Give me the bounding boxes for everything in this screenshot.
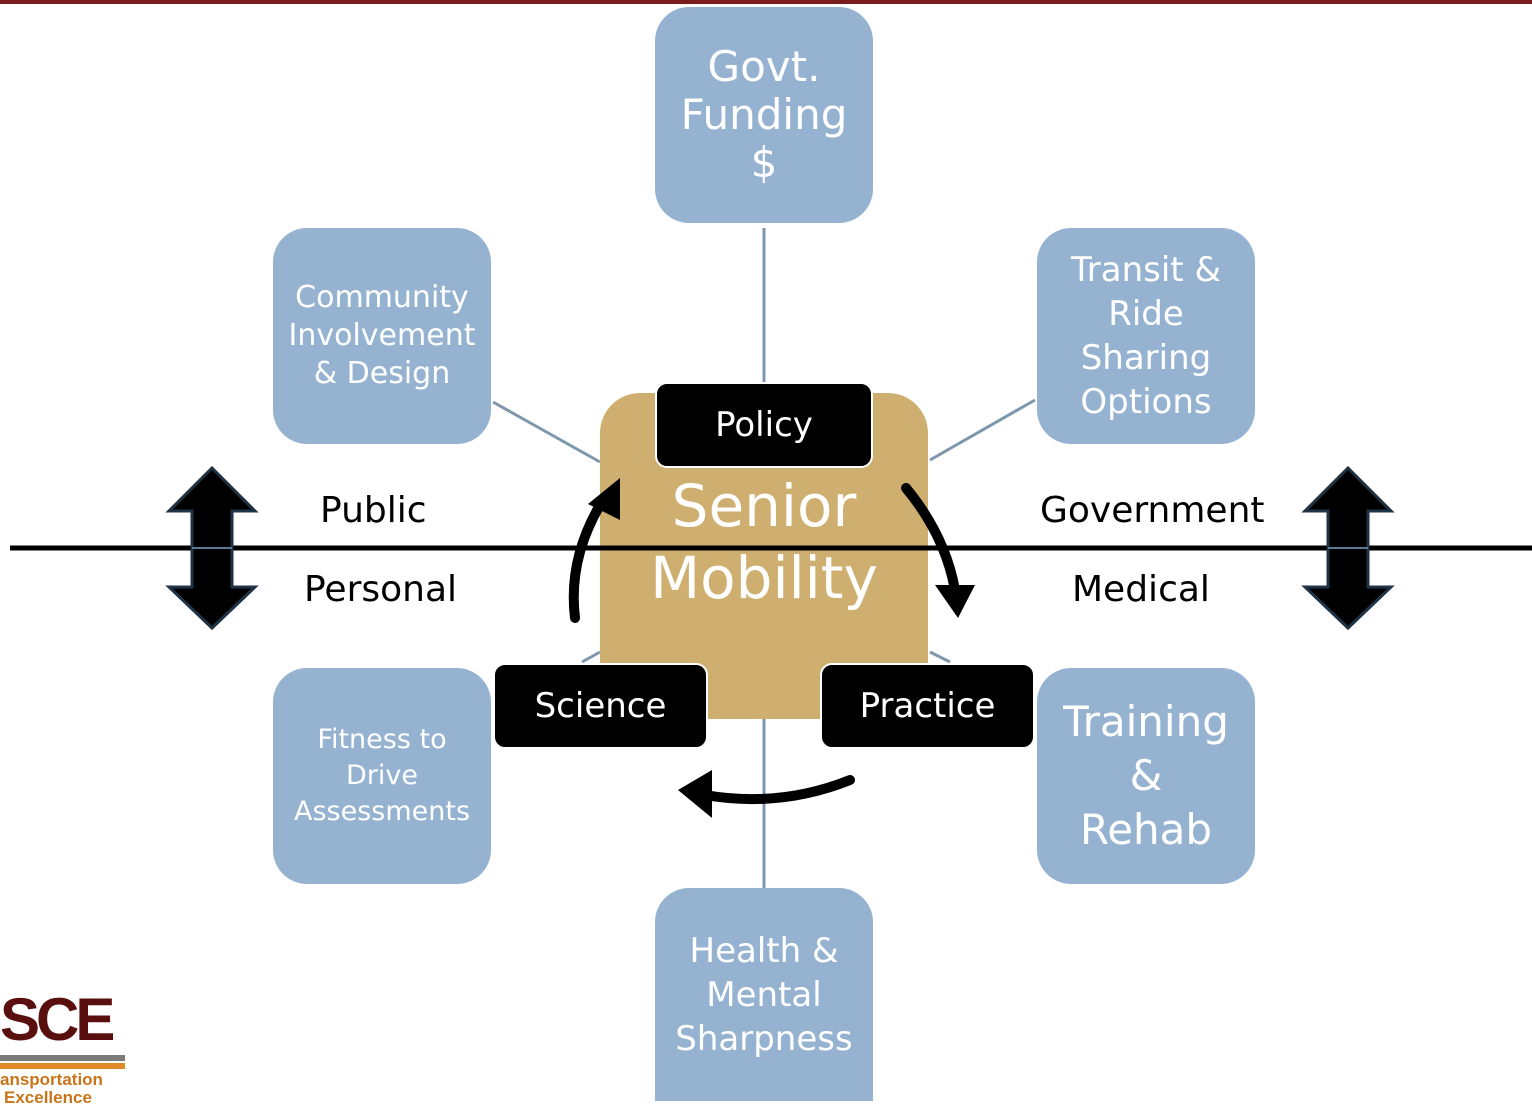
logo-mark: SCE	[0, 986, 115, 1053]
connector-top-left	[492, 400, 601, 464]
node-fitness-to-drive: Fitness to Drive Assessments	[273, 668, 491, 884]
node-transit-ride-sharing: Transit & Ride Sharing Options	[1037, 228, 1255, 444]
node-transit-label: Transit & Ride Sharing Options	[1071, 250, 1221, 422]
label-medical: Medical	[1072, 569, 1210, 610]
node-training-label: Training & Rehab	[1063, 697, 1229, 854]
connector-bottom-right	[929, 650, 951, 664]
cycle-arrow-left-icon	[568, 500, 605, 623]
pillar-practice: Practice	[820, 663, 1035, 749]
cycle-arrow-right-icon	[901, 483, 960, 595]
pillar-policy: Policy	[655, 382, 873, 468]
connector-top-right	[929, 398, 1036, 462]
connector-bottom-left	[581, 650, 601, 664]
node-fitness-label: Fitness to Drive Assessments	[293, 724, 471, 827]
node-community-label: Community Involvement & Design	[288, 280, 476, 391]
node-community-involvement: Community Involvement & Design	[273, 228, 491, 444]
pillar-science: Science	[493, 663, 708, 749]
logo-stripe-gray	[0, 1055, 125, 1061]
right-double-arrow-icon	[1301, 465, 1395, 631]
pillar-practice-label: Practice	[859, 686, 996, 726]
pillar-policy-label: Policy	[715, 405, 813, 445]
node-govt-funding: Govt. Funding $	[655, 7, 873, 223]
label-public: Public	[320, 490, 427, 531]
cycle-arrowhead-right-icon	[935, 585, 975, 618]
logo-stripe-orange	[0, 1063, 125, 1069]
left-double-arrow-icon	[165, 465, 259, 631]
cycle-arrowhead-bottom-icon	[678, 770, 712, 818]
center-label: Senior Mobility	[650, 472, 878, 612]
logo-line2: Excellence	[4, 1088, 92, 1107]
node-govt-funding-label: Govt. Funding $	[680, 42, 848, 187]
logo-line1: ansportation	[0, 1070, 103, 1089]
node-training-rehab: Training & Rehab	[1037, 668, 1255, 884]
label-government: Government	[1040, 490, 1265, 531]
cycle-arrow-bottom-icon	[700, 775, 855, 805]
node-health-label: Health & Mental Sharpness	[675, 930, 853, 1059]
pillar-science-label: Science	[534, 686, 667, 726]
label-personal: Personal	[304, 569, 458, 610]
cycle-arrowhead-left-icon	[588, 478, 620, 520]
top-accent-bar	[0, 0, 1532, 4]
node-health-mental: Health & Mental Sharpness	[655, 888, 873, 1101]
